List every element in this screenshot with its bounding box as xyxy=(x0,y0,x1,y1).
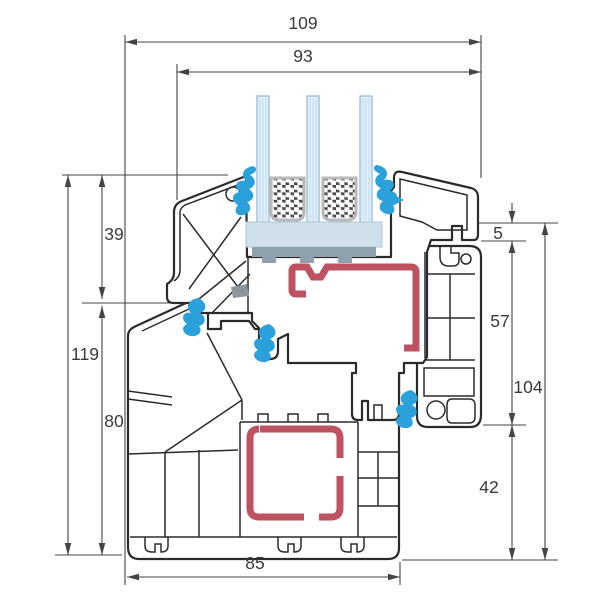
glass-pane-1 xyxy=(256,95,270,231)
dim-label-119: 119 xyxy=(71,344,99,364)
dim-label-57: 57 xyxy=(490,311,509,331)
glass-pane-2 xyxy=(306,95,320,231)
steel-reinforcement-sash xyxy=(288,263,420,352)
steel-reinforcement-frame xyxy=(246,425,344,521)
dim-label-104: 104 xyxy=(513,377,542,397)
spacer-bar-right xyxy=(321,176,358,222)
glass-spacer-bars xyxy=(269,176,358,222)
glass-pane-3 xyxy=(359,95,373,231)
wing-chamber-lines xyxy=(423,246,476,424)
dim-label-80: 80 xyxy=(104,411,124,431)
dimension-labels: 109 93 39 119 80 5 57 104 42 85 xyxy=(71,13,543,573)
dimension-arrowheads xyxy=(64,38,549,581)
frame-chamber-lines xyxy=(127,308,399,553)
dim-label-42: 42 xyxy=(479,477,498,497)
triple-glazing xyxy=(231,95,383,298)
spacer-bar-left xyxy=(269,176,306,222)
setting-block xyxy=(245,221,383,263)
gasket-center xyxy=(254,324,276,363)
dim-label-93: 93 xyxy=(293,46,312,66)
dim-label-85: 85 xyxy=(245,553,264,573)
drainage-block xyxy=(231,284,249,298)
rubber-gaskets xyxy=(183,165,418,429)
sash-outer-contour xyxy=(165,170,480,422)
gasket-rebate-right xyxy=(396,390,418,429)
gasket-sash-left xyxy=(232,166,257,216)
gasket-frame-left xyxy=(183,298,206,337)
dim-label-109: 109 xyxy=(288,13,317,33)
frame-profile xyxy=(126,298,401,561)
frame-side-wing xyxy=(415,244,483,429)
dimension-lines xyxy=(55,35,558,585)
sash-profile xyxy=(165,170,480,422)
gasket-sash-right-arrow xyxy=(386,191,404,209)
dim-label-5: 5 xyxy=(493,223,503,243)
dim-label-39: 39 xyxy=(104,224,123,244)
